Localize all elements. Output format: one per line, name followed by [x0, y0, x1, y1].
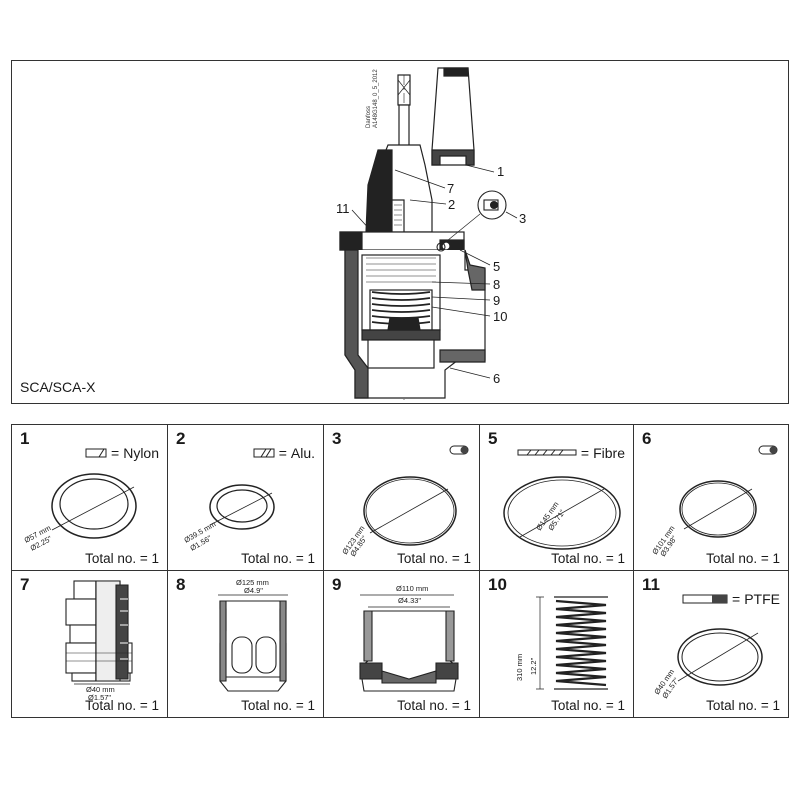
ring-drawing: Ø40 mm Ø1.57": [652, 628, 763, 700]
piston-drawing: Ø110 mm Ø4.33": [359, 584, 459, 692]
dimension-mm: Ø40 mm: [86, 685, 115, 694]
callout-7: 7: [447, 181, 454, 196]
material-prefix: =: [278, 445, 287, 461]
material-legend: [449, 445, 471, 455]
material-legend: = Fibre: [517, 445, 625, 461]
total-count: Total no. = 1: [85, 551, 159, 566]
cap-part-1: [431, 67, 475, 166]
drawing-code-line1: Danfoss: [366, 106, 372, 128]
material-legend: = PTFE: [682, 591, 780, 607]
total-count: Total no. = 1: [397, 698, 471, 713]
assembly-panel: SCA/SCA-X: [11, 60, 789, 404]
part-card-8: 8 Ø125 mm Ø4.9" Total no. = 1: [168, 571, 324, 717]
part-card-1: 1 = Nylon Ø57 mm Ø2.25" Total no. = 1: [12, 425, 168, 571]
part-card-10: 10 310 mm 12.2" Total no. = 1: [480, 571, 634, 717]
callout-2: 2: [448, 197, 455, 212]
part-card-9: 9 Ø110 mm Ø4.33" Total no. = 1: [324, 571, 480, 717]
round-seal-icon: [758, 445, 778, 455]
fibre-hatch-icon: [517, 449, 577, 456]
valve-assembly-drawing: Danfoss A148G148_0_5_2012: [336, 67, 526, 400]
dimension-inch: Ø1.57": [88, 693, 111, 702]
part-card-2: 2 = Alu. Ø39.5 mm Ø1.56" Total no. = 1: [168, 425, 324, 571]
material-prefix: =: [580, 445, 590, 461]
part-card-7: 7 Ø40 mm Ø1.57" Total no. = 1: [12, 571, 168, 717]
dimension-inch: Ø4.9": [244, 586, 263, 595]
part-number: 9: [332, 575, 342, 594]
part-number: 3: [332, 429, 342, 448]
part-card-6: 6 Ø101 mm Ø3.98" Total no. = 1: [634, 425, 788, 571]
bonnet-drawing: Ø40 mm Ø1.57": [65, 580, 133, 702]
callout-8: 8: [493, 277, 500, 292]
material-name: PTFE: [744, 591, 780, 607]
callout-6: 6: [493, 371, 500, 386]
total-count: Total no. = 1: [706, 698, 780, 713]
detail-3-magnifier: [436, 190, 507, 252]
valve-body-outline: [339, 74, 486, 400]
part-card-11: 11 = PTFE Ø40 mm Ø1.57" Total no. = 1: [634, 571, 788, 717]
part-number: 10: [488, 575, 507, 594]
material-legend: = Nylon: [85, 445, 159, 461]
leader-lines: [351, 164, 518, 379]
total-count: Total no. = 1: [241, 698, 315, 713]
ring-drawing: Ø145 mm Ø5.71": [503, 476, 621, 550]
callout-9: 9: [493, 293, 500, 308]
material-name: Nylon: [123, 445, 159, 461]
total-count: Total no. = 1: [551, 551, 625, 566]
part-number: 7: [20, 575, 30, 594]
dimension-inch: Ø4.33": [398, 596, 421, 605]
total-count: Total no. = 1: [241, 551, 315, 566]
part-card-5: 5 = Fibre Ø145 mm Ø5.71" Total no. = 1: [480, 425, 634, 571]
material-prefix: =: [111, 445, 120, 461]
ring-drawing: Ø123 mm Ø4.85": [340, 476, 457, 558]
part-number: 6: [642, 429, 652, 448]
ptfe-hatch-icon: [682, 594, 728, 604]
part-number: 8: [176, 575, 186, 594]
callout-1: 1: [497, 164, 504, 179]
material-name: Alu.: [290, 445, 315, 461]
assembly-caption: SCA/SCA-X: [20, 379, 96, 395]
callout-5: 5: [493, 259, 500, 274]
ring-drawing: Ø39.5 mm Ø1.56": [183, 484, 275, 553]
ring-drawing: Ø57 mm Ø2.25": [23, 473, 137, 553]
callout-10: 10: [493, 309, 507, 324]
part-card-3: 3 Ø123 mm Ø4.85" Total no. = 1: [324, 425, 480, 571]
part-number: 1: [20, 429, 30, 448]
dimension-mm: 310 mm: [515, 654, 524, 681]
dimension-inch: 12.2": [529, 657, 538, 675]
parts-grid: 1 = Nylon Ø57 mm Ø2.25" Total no. = 1 2 …: [11, 424, 789, 718]
total-count: Total no. = 1: [85, 698, 159, 713]
part-number: 5: [488, 429, 498, 448]
total-count: Total no. = 1: [397, 551, 471, 566]
material-legend: [758, 445, 780, 455]
callout-11: 11: [336, 201, 350, 216]
spring-drawing: 310 mm 12.2": [515, 596, 608, 690]
material-prefix: =: [732, 591, 741, 607]
drawing-code-line2: A148G148_0_5_2012: [373, 69, 379, 128]
total-count: Total no. = 1: [706, 551, 780, 566]
dimension-mm: Ø125 mm: [236, 578, 269, 587]
callout-3: 3: [519, 211, 526, 226]
ring-drawing: Ø101 mm Ø3.98": [650, 480, 757, 558]
material-legend: = Alu.: [253, 445, 315, 461]
part-number: 11: [642, 575, 660, 594]
part-number: 2: [176, 429, 186, 448]
round-seal-icon: [449, 445, 469, 455]
dimension-mm: Ø110 mm: [396, 584, 428, 593]
spring-housing-drawing: Ø125 mm Ø4.9": [218, 578, 288, 692]
aluminium-hatch-icon: [253, 448, 275, 458]
material-name: Fibre: [593, 445, 625, 461]
nylon-hatch-icon: [85, 448, 107, 458]
total-count: Total no. = 1: [551, 698, 625, 713]
